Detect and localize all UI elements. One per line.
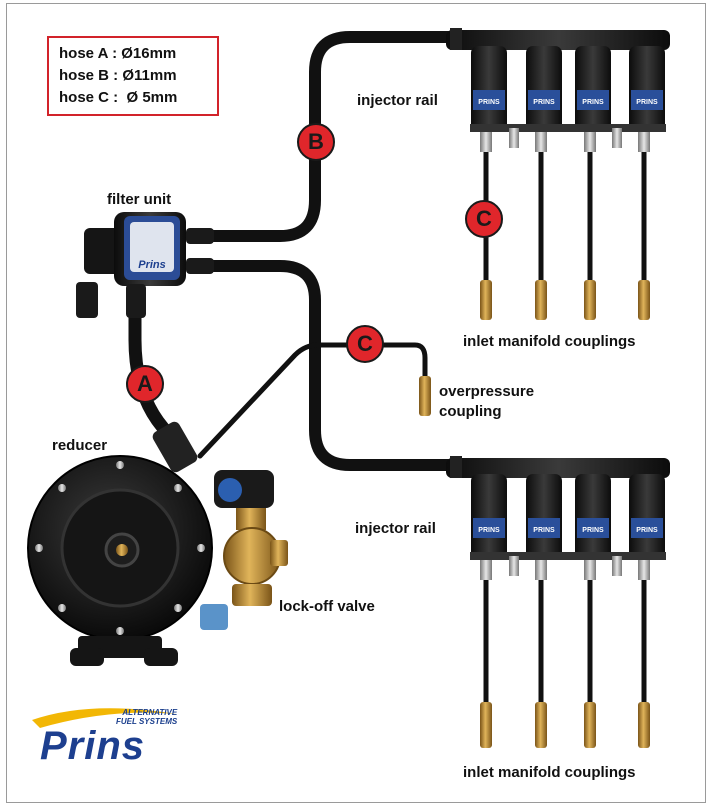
injector-brand-text: PRINS	[478, 99, 500, 106]
hose-b-badge: B	[297, 123, 335, 161]
injector-group: PRINS PRINS PRINS PRINS	[471, 46, 665, 132]
hose-legend: hose A : Ø16mm hose B : Ø11mm hose C : Ø…	[47, 36, 219, 116]
logo-tagline-line1: ALTERNATIVE	[122, 708, 178, 717]
injector-rail-bottom: PRINS PRINS PRINS PRINS	[446, 456, 670, 580]
inlet-couplings-top	[480, 280, 650, 320]
hoses	[128, 31, 647, 705]
label-overpressure: overpressure	[439, 383, 535, 400]
diagram-frame	[6, 3, 706, 803]
label-injector-rail-bottom: injector rail	[355, 520, 436, 537]
logo-swoosh	[32, 708, 176, 728]
inlet-couplings-bottom	[480, 702, 650, 748]
legend-row-hose-b: hose B : Ø11mm	[59, 67, 177, 84]
injector-brand-text: PRINS	[582, 527, 604, 534]
injector-brand-text: PRINS	[533, 99, 555, 106]
injector-brand-text: PRINS	[582, 99, 604, 106]
label-filter-unit: filter unit	[107, 191, 172, 208]
injector-brand-text: PRINS	[636, 527, 658, 534]
hose-c-bottom-rail	[483, 567, 647, 705]
logo-tagline: ALTERNATIVE FUEL SYSTEMS	[116, 708, 177, 726]
hose-c-top-rail	[483, 147, 647, 283]
injector-brand-text: PRINS	[478, 527, 500, 534]
lock-off-valve	[214, 470, 288, 606]
injector-brand-text: PRINS	[636, 99, 658, 106]
label-reducer: reducer	[52, 437, 108, 454]
injector-brand-text: PRINS	[533, 527, 555, 534]
label-injector-rail-top: injector rail	[357, 92, 438, 109]
label-inlet-couplings-bottom: inlet manifold couplings	[463, 764, 636, 781]
logo-tagline-line2: FUEL SYSTEMS	[116, 717, 178, 726]
hose-a-badge: A	[126, 365, 164, 403]
legend-row-hose-c: hose C : Ø 5mm	[59, 89, 178, 106]
label-lock-off-valve: lock-off valve	[279, 598, 375, 615]
hose-b-lower	[206, 260, 454, 471]
filter-brand-text: Prins	[138, 259, 166, 271]
label-inlet-couplings-top: inlet manifold couplings	[463, 333, 636, 350]
filter-unit: Prins	[76, 212, 214, 318]
hose-c-badge: C	[346, 325, 384, 363]
label-overpressure-coupling: coupling	[439, 403, 502, 420]
injector-rail-top: PRINS PRINS PRINS PRINS	[446, 28, 670, 152]
reducer	[27, 421, 228, 666]
prins-logo: Prins	[40, 724, 146, 768]
hose-b	[206, 31, 456, 242]
overpressure-coupling	[419, 376, 431, 416]
legend-row-hose-a: hose A : Ø16mm	[59, 45, 177, 62]
hose-c-badge: C	[465, 200, 503, 238]
